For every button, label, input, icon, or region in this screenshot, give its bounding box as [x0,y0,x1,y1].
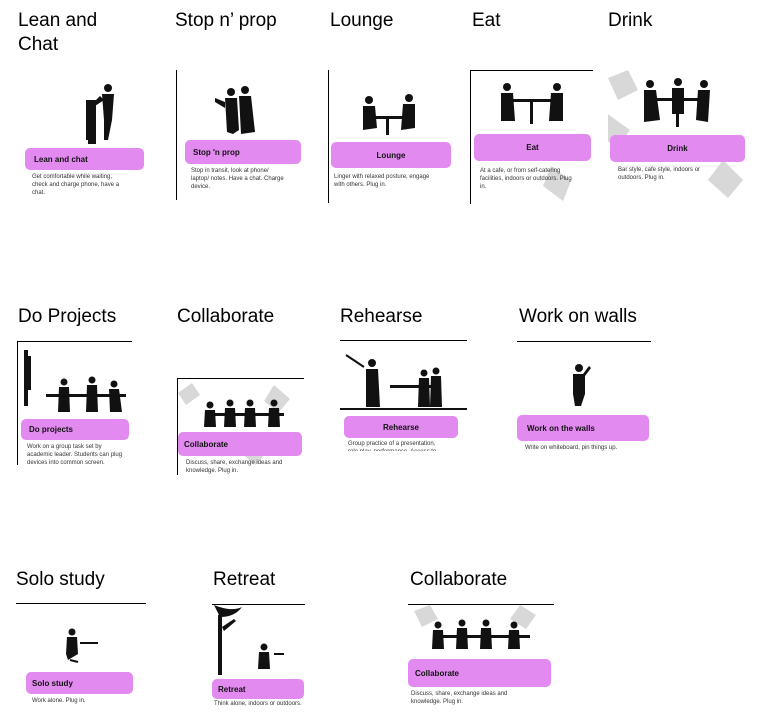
eat-watermark-and-illustration [501,83,571,201]
heading-retreat: Retreat [213,569,276,590]
do-projects-description: Work on a group task set by academic lea… [27,444,123,465]
heading-lean-and-chat: Lean and Chat [18,10,98,55]
heading-collaborate-1: Collaborate [177,306,275,327]
work-on-the-walls-illustration [573,364,591,406]
heading-lounge: Lounge [330,10,394,31]
card-do-projects: Do projects Work on a group task set by … [17,341,132,465]
card-drink: Drink Bar style, cafe style, indoors or … [608,70,748,200]
card-lounge: Lounge Linger with relaxed posture, enga… [328,70,461,203]
work-on-the-walls-description: Write on whiteboard, pin things up. [525,445,618,451]
heading-stop-n-prop: Stop n’ prop [175,10,277,31]
card-solo-study: Solo study Work alone. Plug in. [16,603,146,708]
card-stop-n-prop: Stop 'n prop Stop in transit, look at ph… [176,70,307,200]
collaborate-2-description: Discuss, share, exchange ideas and knowl… [411,691,508,705]
lounge-description: Linger with relaxed posture, engage with… [334,174,430,188]
card-collaborate-2: Collaborate Discuss, share, exchange ide… [408,604,554,708]
collaborate-2-label: Collaborate [408,659,551,687]
retreat-illustration [214,605,284,675]
heading-eat: Eat [472,10,501,31]
heading-rehearse: Rehearse [340,306,423,327]
stop-n-prop-label: Stop 'n prop [185,140,301,164]
rehearse-illustration [340,354,467,410]
card-rehearse: Rehearse Group practice of a presentatio… [340,340,467,451]
card-work-on-the-walls: Work on the walls Write on whiteboard, p… [517,341,651,457]
heading-collaborate-2: Collaborate [410,569,508,590]
heading-work-on-walls: Work on walls [519,306,637,327]
collaborate-1-label: Collaborate [178,432,302,456]
card-retreat: Retreat Think alone, indoors or outdoors… [212,604,305,708]
work-on-the-walls-label: Work on the walls [517,415,649,441]
retreat-label: Retreat [212,679,304,699]
eat-label: Eat [474,134,591,161]
lounge-label: Lounge [331,142,451,168]
lean-and-chat-illustration [86,84,114,144]
stop-n-prop-description: Stop in transit, look at phone/ laptop/ … [191,168,284,190]
lean-and-chat-label: Lean and chat [25,148,144,170]
solo-study-illustration [66,628,98,663]
collaborate-1-description: Discuss, share, exchange ideas and knowl… [186,460,283,474]
solo-study-description: Work alone. Plug in. [32,698,86,704]
drink-label: Drink [610,135,745,162]
do-projects-label: Do projects [21,419,129,440]
eat-description: At a cafe, or from self-catering facilit… [480,168,572,190]
lean-and-chat-description: Get comfortable while waiting, check and… [32,174,120,196]
rehearse-description: Group practice of a presentation, role p… [348,441,436,451]
heading-solo-study: Solo study [16,569,105,590]
do-projects-illustration [24,350,126,412]
heading-do-projects: Do Projects [18,306,117,327]
retreat-description: Think alone, indoors or outdoors. [214,701,302,707]
lounge-illustration [363,94,415,135]
rehearse-label: Rehearse [344,416,458,438]
solo-study-label: Solo study [26,672,133,694]
heading-drink: Drink [608,10,653,31]
card-collaborate-1: Collaborate Discuss, share, exchange ide… [177,378,304,475]
drink-description: Bar style, cafe style, indoors or outdoo… [618,167,701,181]
stop-n-prop-illustration [215,86,255,134]
card-lean-and-chat: Lean and chat Get comfortable while wait… [16,70,150,200]
card-eat: Eat At a cafe, or from self-catering fac… [470,70,593,204]
